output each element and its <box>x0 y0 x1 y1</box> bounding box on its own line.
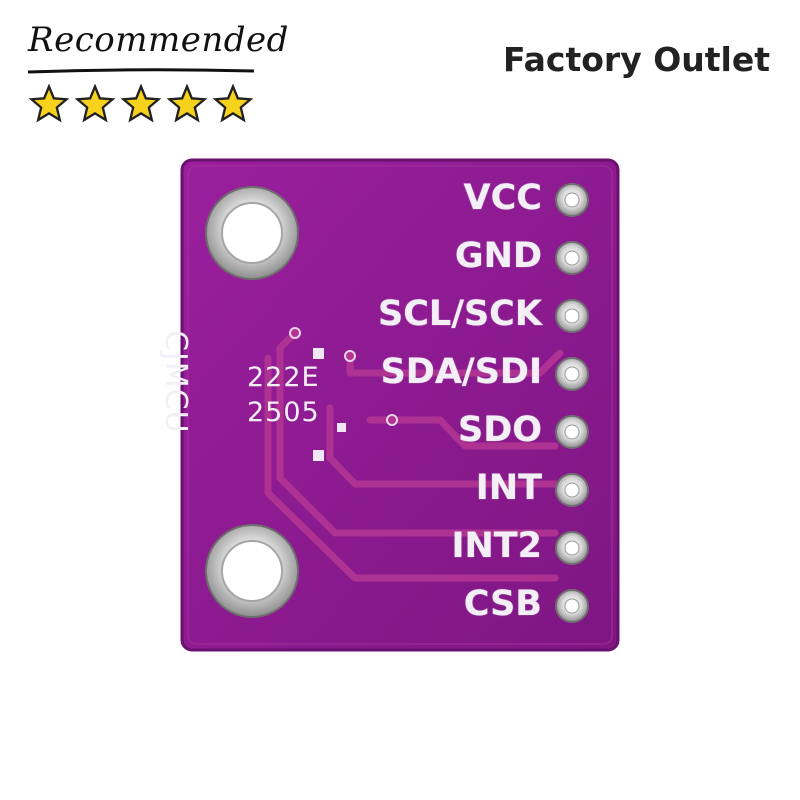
mounting-hole-top <box>205 186 299 280</box>
pin-label-gnd: GND <box>454 236 542 276</box>
trace-csb <box>264 354 559 582</box>
factory-outlet-label: Factory Outlet <box>503 40 770 79</box>
trace-sdo <box>366 416 559 450</box>
underline-swoosh-icon <box>27 68 255 74</box>
via-dot <box>289 327 301 339</box>
pin-pad <box>555 299 589 333</box>
pin-pad <box>555 473 589 507</box>
trace-int <box>326 404 559 488</box>
pin-pad <box>555 531 589 565</box>
via-dot <box>344 350 356 362</box>
recommended-text: Recommended <box>28 20 289 60</box>
copper-traces <box>264 329 564 582</box>
pcb-edge-highlight <box>187 165 613 645</box>
pin-pad <box>555 183 589 217</box>
chip-code-line-1: 222E <box>247 362 320 393</box>
pin-pad <box>555 415 589 449</box>
rating-stars <box>28 84 254 124</box>
pin-label-sda-sdi: SDA/SDI <box>380 352 542 392</box>
pcb-substrate <box>180 158 620 652</box>
trace-vias <box>289 327 398 426</box>
trace-int2 <box>276 329 559 537</box>
silk-square <box>313 450 324 461</box>
recommended-badge: Recommended <box>14 6 288 126</box>
star-icon <box>120 84 162 123</box>
chip-code-line-2: 2505 <box>247 397 320 428</box>
pin-label-int: INT <box>475 468 542 508</box>
pin-label-scl-sck: SCL/SCK <box>378 294 542 334</box>
star-icon <box>212 84 254 123</box>
sensor-breakout-board <box>180 158 620 652</box>
pin-pad <box>555 241 589 275</box>
pin-label-int2: INT2 <box>451 526 542 566</box>
via-dot <box>386 414 398 426</box>
silk-square <box>313 348 324 359</box>
star-icon <box>28 84 70 123</box>
trace-sda <box>346 349 564 377</box>
pin-label-sdo: SDO <box>457 410 542 450</box>
star-icon <box>166 84 208 123</box>
mounting-hole-bottom <box>205 524 299 618</box>
silk-square <box>337 423 346 432</box>
header-pads <box>555 183 589 623</box>
pin-pad <box>555 357 589 391</box>
pin-pad <box>555 589 589 623</box>
silk-markers <box>313 348 346 461</box>
pin-label-vcc: VCC <box>463 178 542 218</box>
brand-silkscreen: CJMCU <box>158 330 193 434</box>
star-icon <box>74 84 116 123</box>
pin-label-csb: CSB <box>463 584 542 624</box>
